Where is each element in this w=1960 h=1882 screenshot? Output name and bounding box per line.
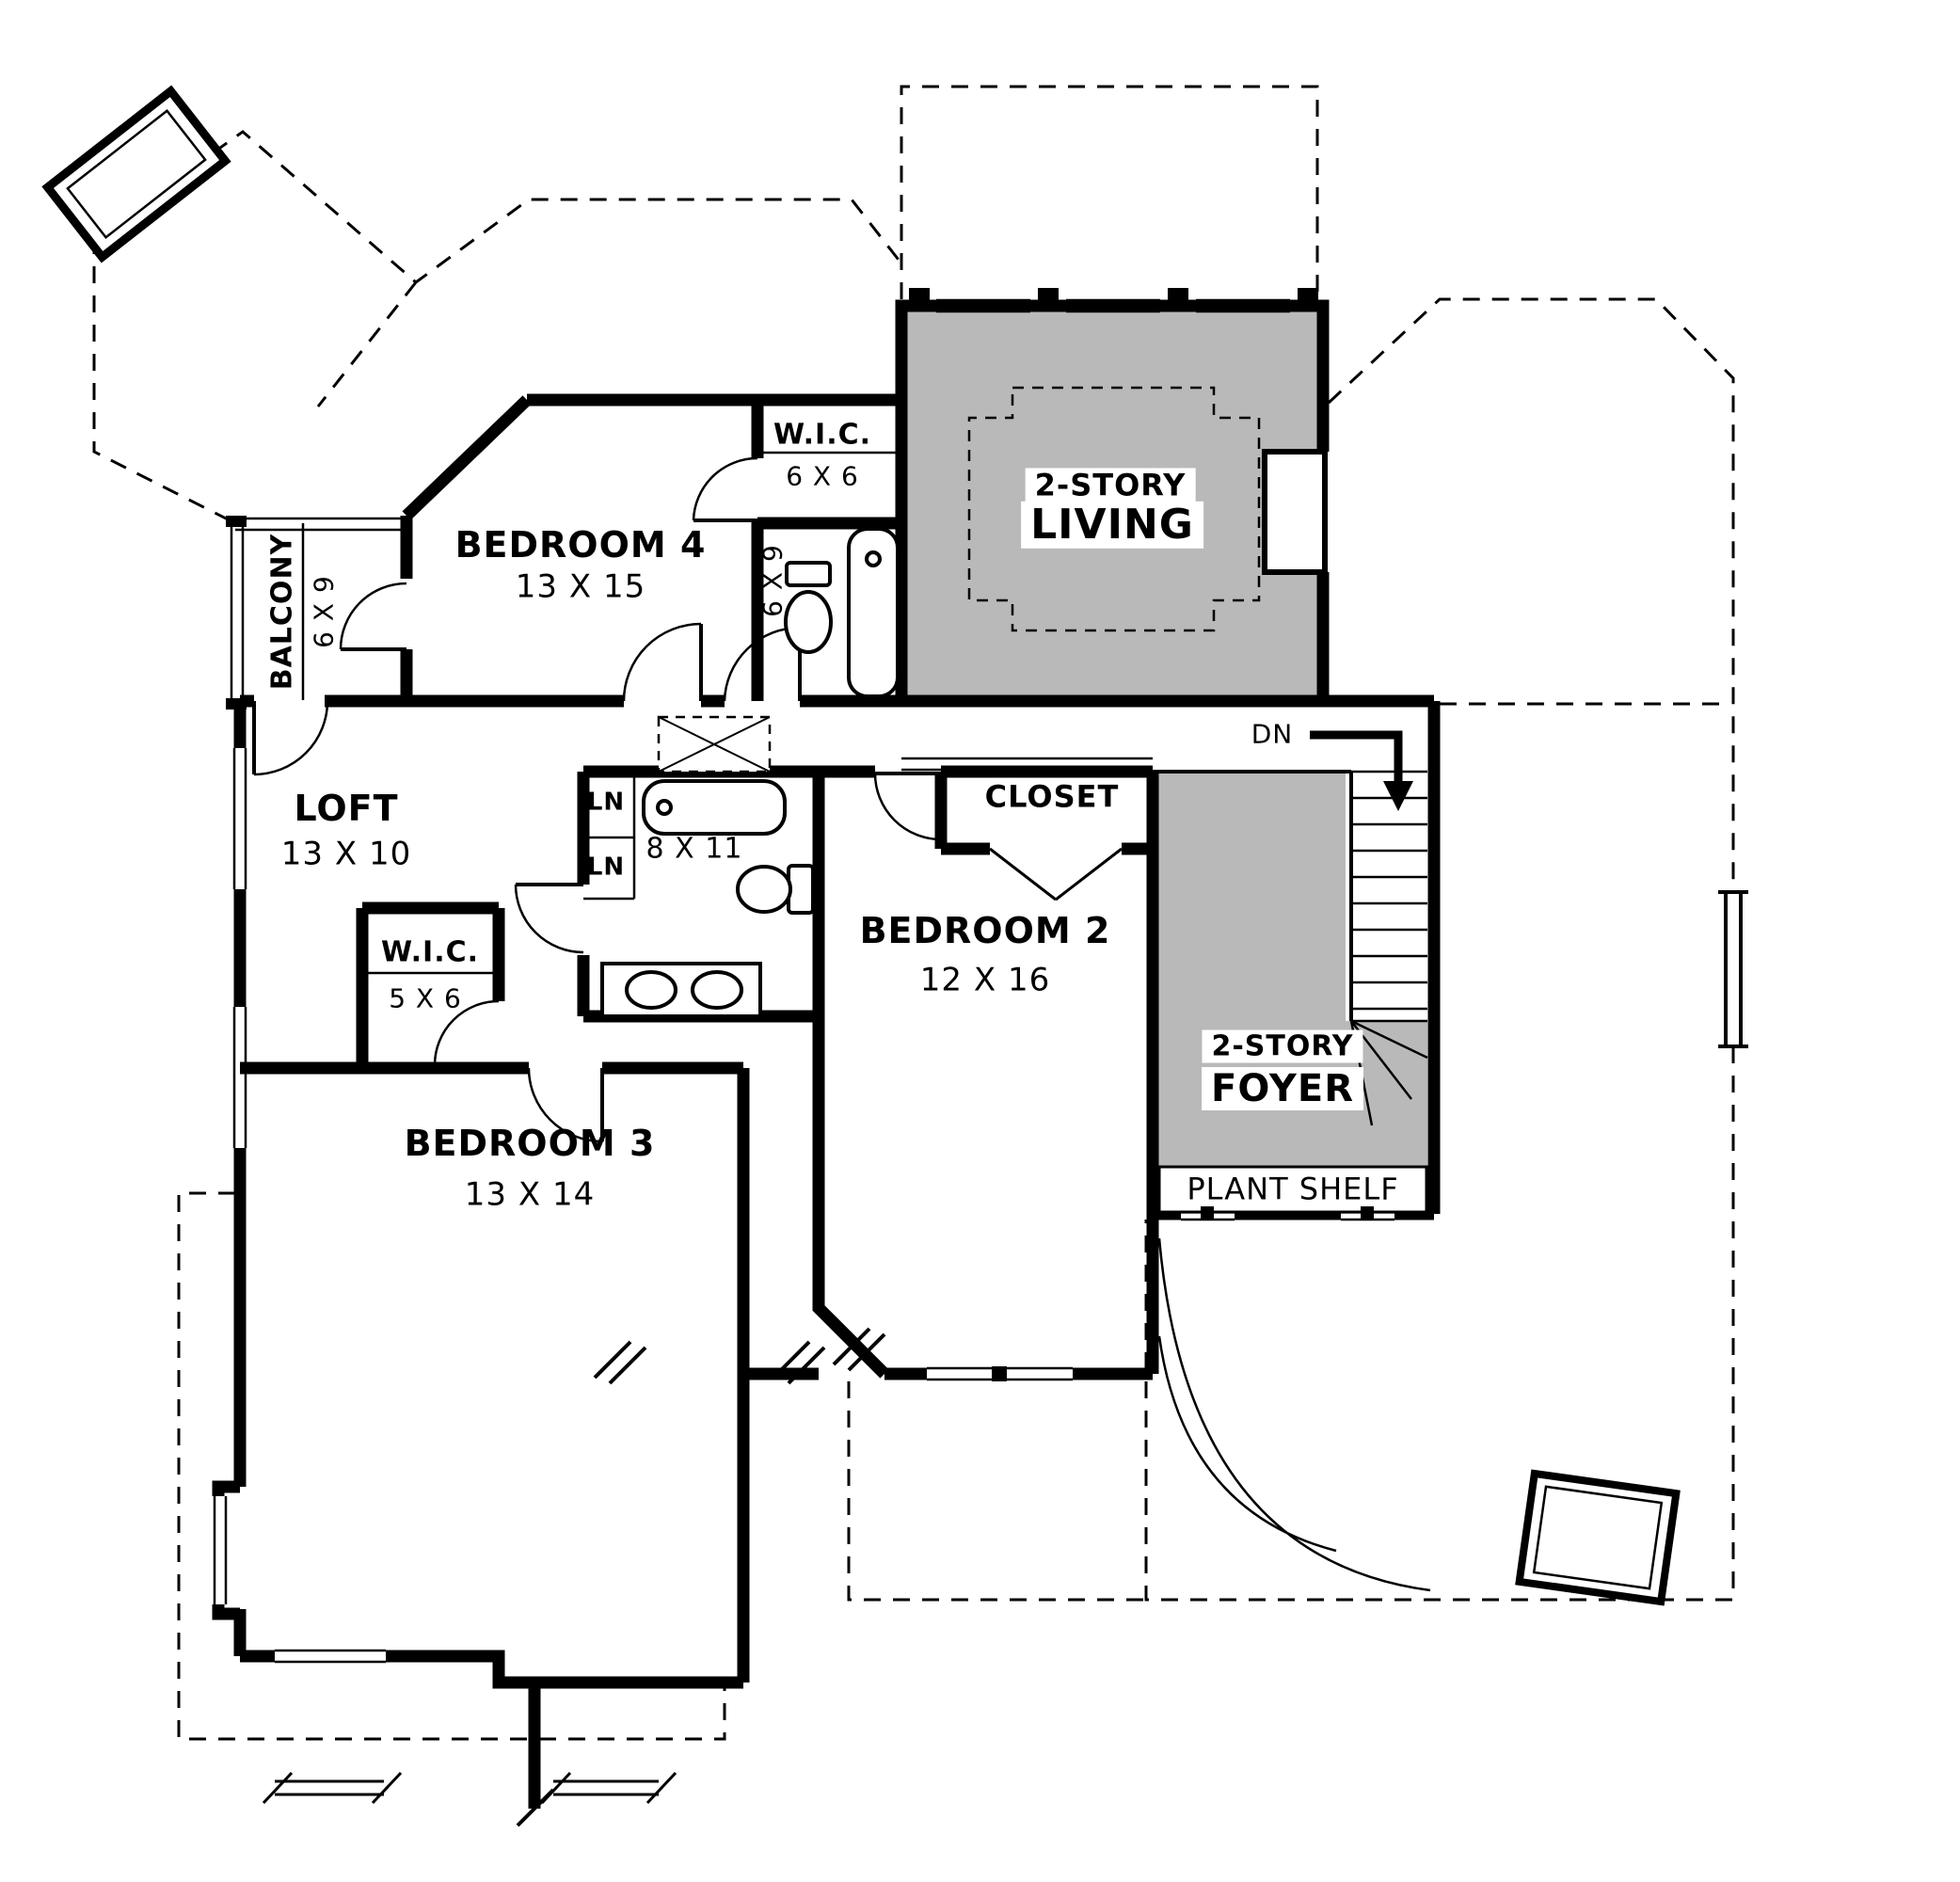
window-post-icon bbox=[1361, 1206, 1374, 1220]
wic-left-dims: 5 X 6 bbox=[389, 982, 462, 1014]
fixtures bbox=[600, 527, 900, 1018]
closet-label: CLOSET bbox=[984, 778, 1120, 815]
bathtub-vertical bbox=[847, 527, 900, 698]
window-post-icon bbox=[992, 1366, 1007, 1381]
linen2-label: LN bbox=[586, 853, 626, 882]
balcony-label: BALCONY bbox=[265, 533, 299, 691]
roof-line-upper-left bbox=[92, 130, 903, 525]
closet-double-doors bbox=[989, 847, 1123, 901]
chimney-inner bbox=[66, 108, 207, 240]
linen1-label: LN bbox=[586, 788, 626, 817]
doors bbox=[252, 456, 1123, 1143]
toilet-bowl-top-bath bbox=[784, 590, 833, 654]
bathtub-horizontal bbox=[642, 779, 787, 836]
post-icon bbox=[1298, 288, 1318, 309]
down-label: DN bbox=[1251, 718, 1294, 750]
foyer-label-line2: FOYER bbox=[1202, 1067, 1363, 1110]
door-swings bbox=[253, 456, 942, 1143]
living-tray-ceiling-dashed bbox=[967, 386, 1261, 632]
bedroom4-label: BEDROOM 4 bbox=[454, 524, 707, 566]
porch-arcs bbox=[1157, 1237, 1431, 1592]
door-leaves bbox=[252, 518, 941, 1141]
post-icon bbox=[1038, 288, 1059, 309]
post-icon bbox=[1168, 288, 1188, 309]
skylight-outer bbox=[1515, 1469, 1681, 1606]
wic-top-dims: 6 X 6 bbox=[786, 460, 859, 492]
living-niche bbox=[1262, 449, 1331, 575]
window-post-icon bbox=[1201, 1206, 1214, 1220]
down-arrow-line bbox=[1310, 730, 1403, 785]
tub-drain bbox=[865, 550, 882, 567]
balcony-post-icon bbox=[226, 516, 247, 527]
balcony-post-icon bbox=[226, 698, 247, 710]
living-label-line2: LIVING bbox=[1021, 501, 1203, 550]
attic-access-x bbox=[658, 716, 771, 773]
bedroom2-dims: 12 X 16 bbox=[919, 961, 1051, 999]
mid-bath-dims: 8 X 11 bbox=[645, 832, 743, 866]
skylight-inner bbox=[1532, 1485, 1664, 1590]
roof-line-lower-left bbox=[177, 1191, 726, 1741]
right-roof-window bbox=[1718, 890, 1748, 1048]
niche-box bbox=[1262, 449, 1328, 575]
stair-treads bbox=[1349, 770, 1428, 1126]
down-arrow bbox=[1310, 730, 1413, 811]
foyer-label-line1: 2-STORY bbox=[1202, 1029, 1363, 1063]
skylight bbox=[1515, 1469, 1681, 1606]
stairs bbox=[1153, 770, 1428, 1126]
stair-rail bbox=[1153, 770, 1353, 1021]
foyer-two-story-fill bbox=[1153, 772, 1427, 1214]
bedroom4-dims: 13 X 15 bbox=[515, 567, 646, 606]
hatch-marks bbox=[516, 1327, 886, 1827]
top-bath-dims: 6 X 9 bbox=[757, 544, 789, 617]
wic-left-label: W.I.C. bbox=[380, 935, 480, 969]
balcony-dims: 6 X 9 bbox=[308, 575, 340, 648]
deck-edge-marks bbox=[262, 1771, 677, 1805]
tub-drain-2 bbox=[656, 799, 673, 816]
chimney bbox=[41, 85, 231, 263]
bedroom2-label: BEDROOM 2 bbox=[859, 910, 1111, 952]
wic-top-label: W.I.C. bbox=[773, 418, 872, 452]
loft-dims: 13 X 10 bbox=[280, 835, 412, 873]
toilet-bowl-mid-bath bbox=[736, 865, 792, 914]
attic-access bbox=[657, 715, 772, 774]
toilet-tank-top-bath bbox=[785, 561, 832, 587]
chimney-outer bbox=[41, 85, 231, 263]
plant-shelf-label: PLANT SHELF bbox=[1187, 1171, 1399, 1207]
sink-left bbox=[625, 970, 677, 1010]
plant-shelf-band bbox=[1157, 1165, 1428, 1214]
bedroom3-label: BEDROOM 3 bbox=[404, 1123, 656, 1165]
down-arrow-head bbox=[1383, 781, 1413, 811]
post-icon bbox=[909, 288, 930, 309]
loft-label: LOFT bbox=[294, 788, 399, 830]
bedroom3-dims: 13 X 14 bbox=[464, 1175, 596, 1214]
living-label-line1: 2-STORY bbox=[1025, 468, 1196, 503]
wall-posts bbox=[226, 288, 1374, 1381]
sink-right bbox=[691, 970, 743, 1010]
roof-line-right bbox=[847, 297, 1735, 1602]
roof-line-above-living bbox=[900, 85, 1319, 299]
